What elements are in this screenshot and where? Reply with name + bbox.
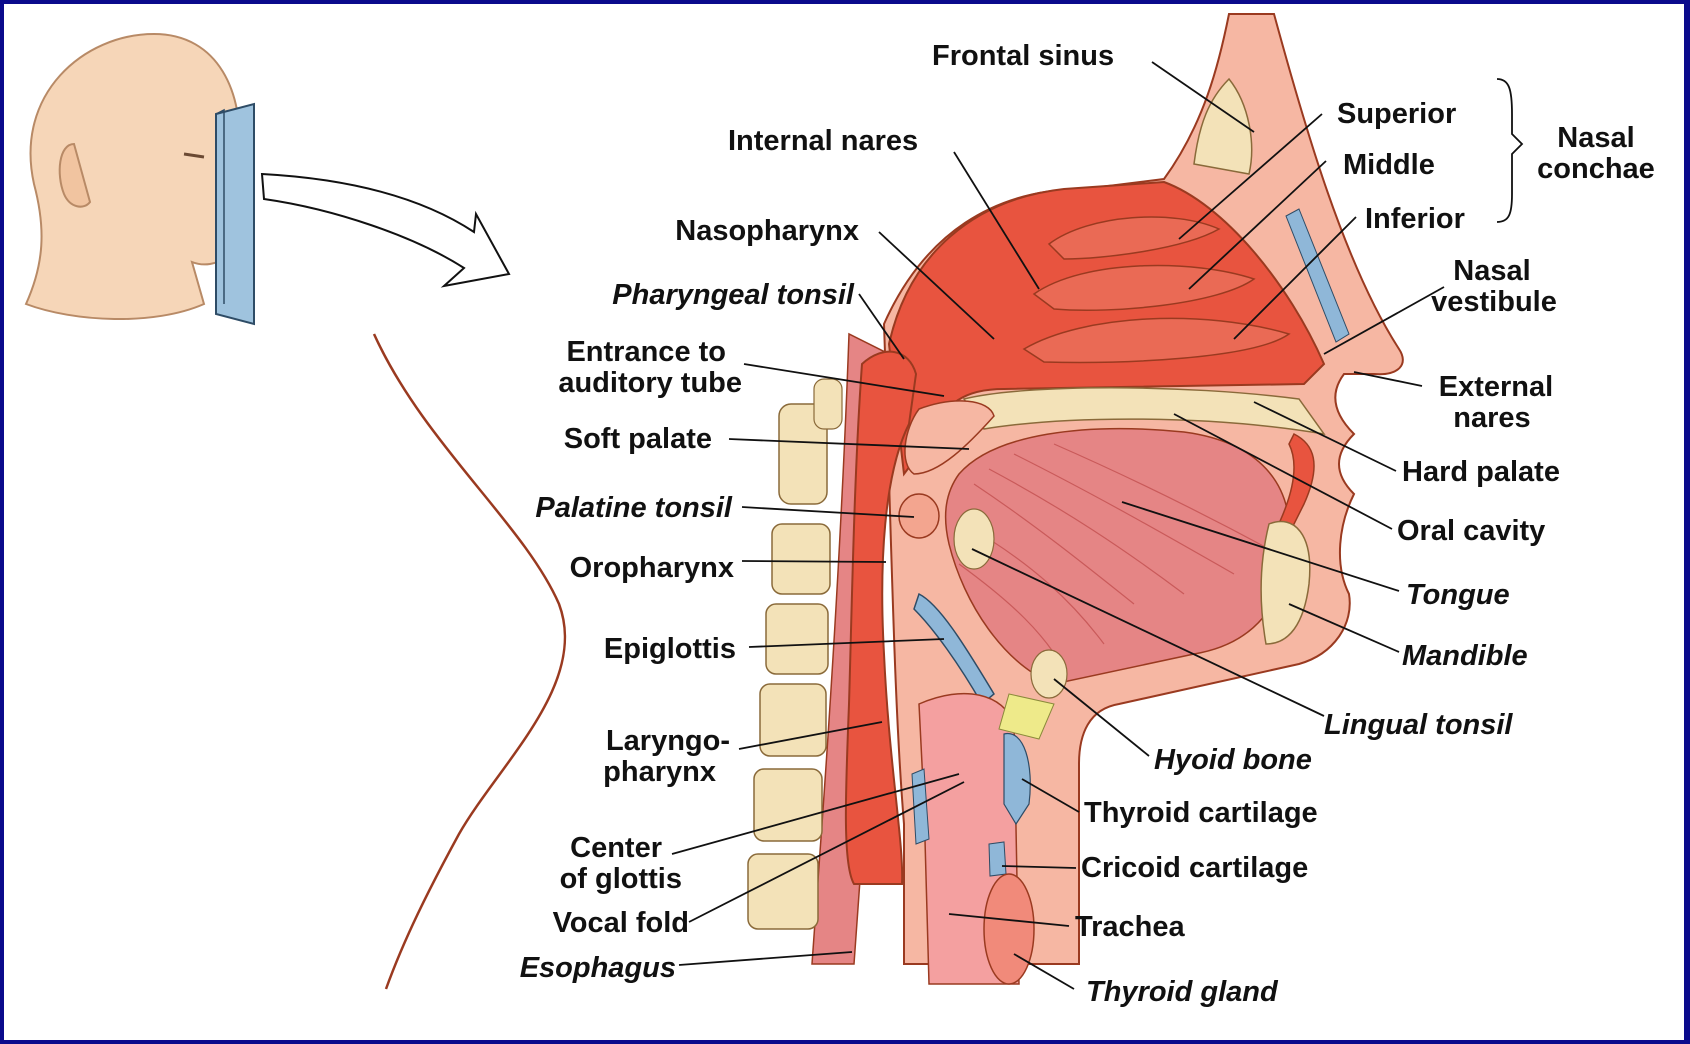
label-external-nares-2: nares bbox=[1453, 402, 1530, 434]
label-trachea: Trachea bbox=[1075, 911, 1185, 943]
label-nasal-conchae-2: conchae bbox=[1537, 153, 1655, 185]
conchae-bracket bbox=[1497, 79, 1522, 222]
label-frontal-sinus: Frontal sinus bbox=[932, 40, 1114, 72]
label-thyroid-cartilage: Thyroid cartilage bbox=[1084, 797, 1318, 829]
orientation-head bbox=[26, 34, 244, 319]
body-contour bbox=[374, 334, 565, 989]
label-superior: Superior bbox=[1337, 98, 1456, 130]
label-nasal-vestibule-1: Nasal bbox=[1453, 255, 1530, 287]
label-vocal-fold: Vocal fold bbox=[553, 907, 689, 939]
label-entrance-auditory-tube-2: auditory tube bbox=[558, 367, 742, 399]
diagram-frame: Frontal sinus Internal nares Nasopharynx… bbox=[4, 4, 1684, 1040]
label-esophagus: Esophagus bbox=[520, 952, 676, 984]
sagittal-section bbox=[812, 14, 1403, 984]
label-middle: Middle bbox=[1343, 149, 1435, 181]
label-entrance-auditory-tube-1: Entrance to bbox=[566, 336, 726, 368]
label-hyoid-bone: Hyoid bone bbox=[1154, 744, 1312, 776]
pointer-arrow-icon bbox=[262, 174, 509, 286]
anatomy-diagram: Frontal sinus Internal nares Nasopharynx… bbox=[4, 4, 1684, 1040]
label-pharyngeal-tonsil: Pharyngeal tonsil bbox=[612, 279, 855, 311]
label-palatine-tonsil: Palatine tonsil bbox=[535, 492, 733, 524]
label-oropharynx: Oropharynx bbox=[570, 552, 734, 584]
label-mandible: Mandible bbox=[1402, 640, 1528, 672]
label-soft-palate: Soft palate bbox=[564, 423, 712, 455]
label-center-of-glottis-1: Center bbox=[570, 832, 662, 864]
label-tongue: Tongue bbox=[1406, 579, 1510, 611]
label-inferior: Inferior bbox=[1365, 203, 1465, 235]
label-oral-cavity: Oral cavity bbox=[1397, 515, 1545, 547]
label-cricoid-cartilage: Cricoid cartilage bbox=[1081, 852, 1308, 884]
label-laryngopharynx-2: pharynx bbox=[603, 756, 716, 788]
label-nasal-conchae-1: Nasal bbox=[1557, 122, 1634, 154]
label-nasopharynx: Nasopharynx bbox=[675, 215, 859, 247]
label-internal-nares: Internal nares bbox=[728, 125, 918, 157]
label-nasal-vestibule-2: vestibule bbox=[1431, 286, 1557, 318]
label-center-of-glottis-2: of glottis bbox=[560, 863, 682, 895]
label-hard-palate: Hard palate bbox=[1402, 456, 1560, 488]
label-thyroid-gland: Thyroid gland bbox=[1086, 976, 1279, 1008]
label-epiglottis: Epiglottis bbox=[604, 633, 736, 665]
section-plane-icon bbox=[216, 104, 254, 324]
label-external-nares-1: External bbox=[1439, 371, 1553, 403]
label-lingual-tonsil: Lingual tonsil bbox=[1324, 709, 1513, 741]
label-laryngopharynx-1: Laryngo- bbox=[606, 725, 730, 757]
